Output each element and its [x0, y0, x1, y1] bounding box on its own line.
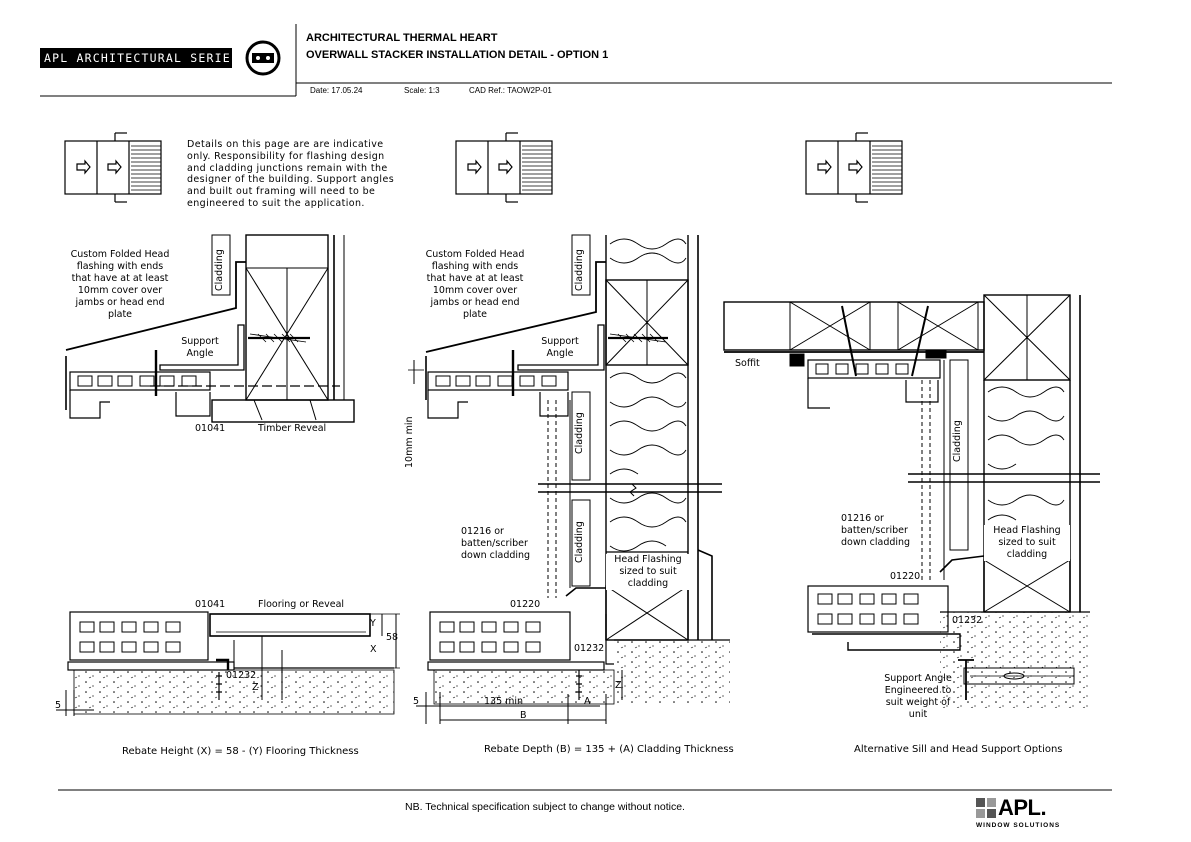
d3-code-1220: 01220 [890, 571, 921, 582]
d2-caption: Rebate Depth (B) = 135 + (A) Cladding Th… [484, 744, 734, 755]
series-logo-icon [245, 40, 281, 76]
detail3 [723, 294, 1100, 708]
plan-key-2 [455, 132, 553, 203]
header-rules [40, 24, 1112, 97]
d3-soffit-label: Soffit [735, 358, 760, 369]
d1-code-sill: 01041 [195, 599, 226, 610]
series-text: APL ARCHITECTURAL SERIES [44, 51, 230, 65]
d1-code-head: 01041 [195, 423, 226, 434]
d1-dim-5: 5 [55, 700, 62, 711]
footer-brand-sub: WINDOW SOLUTIONS [976, 822, 1061, 829]
d2-cladding-label-top: Cladding [574, 249, 585, 291]
d2-cladding-label-low: Cladding [574, 521, 585, 563]
d1-timber-reveal-label: Timber Reveal [258, 423, 327, 434]
d2-dim-b: B [520, 710, 527, 721]
cad-ref-field: CAD Ref.: TAOW2P-01 [469, 86, 552, 95]
d2-code-1220: 01220 [510, 599, 541, 610]
d1-dim-y: Y [370, 618, 376, 629]
d1-flooring-label: Flooring or Reveal [258, 599, 345, 610]
d2-dim-z: Z [615, 680, 622, 691]
title-line-1: ARCHITECTURAL THERMAL HEART [306, 32, 498, 44]
detail1-sill [56, 611, 400, 716]
d2-dim-135: 135 min [484, 696, 524, 707]
d2-dim-5: 5 [413, 696, 420, 707]
d1-cladding-label: Cladding [214, 249, 225, 291]
detail1-head [65, 234, 355, 423]
d1-dim-58: 58 [386, 632, 399, 643]
d2-code-1232: 01232 [574, 643, 605, 654]
d3-cladding-label: Cladding [952, 420, 963, 462]
footer-note: NB. Technical specification subject to c… [405, 801, 685, 813]
detail2-sill [416, 549, 730, 724]
date-field: Date: 17.05.24 [310, 86, 363, 95]
d1-dim-x: X [370, 644, 377, 655]
d2-cladding-label-mid: Cladding [574, 412, 585, 454]
d3-caption: Alternative Sill and Head Support Option… [854, 744, 1063, 755]
scale-field: Scale: 1:3 [404, 86, 440, 95]
d2-dim-a: A [584, 696, 591, 707]
series-banner [40, 48, 232, 68]
d1-caption: Rebate Height (X) = 58 - (Y) Flooring Th… [122, 746, 359, 757]
d3-code-1232: 01232 [952, 615, 983, 626]
plan-key-3 [805, 132, 903, 203]
detail2-head [408, 234, 722, 640]
apl-logo-mark-icon [976, 798, 996, 818]
d1-dim-z: Z [252, 682, 259, 693]
d1-code-sill2: 01232 [226, 670, 257, 681]
footer-brand-logo: APL. [998, 795, 1047, 820]
d2-10mm-min-label: 10mm min [404, 416, 415, 468]
plan-key-1 [64, 132, 162, 203]
title-line-2: OVERWALL STACKER INSTALLATION DETAIL - O… [306, 49, 609, 61]
